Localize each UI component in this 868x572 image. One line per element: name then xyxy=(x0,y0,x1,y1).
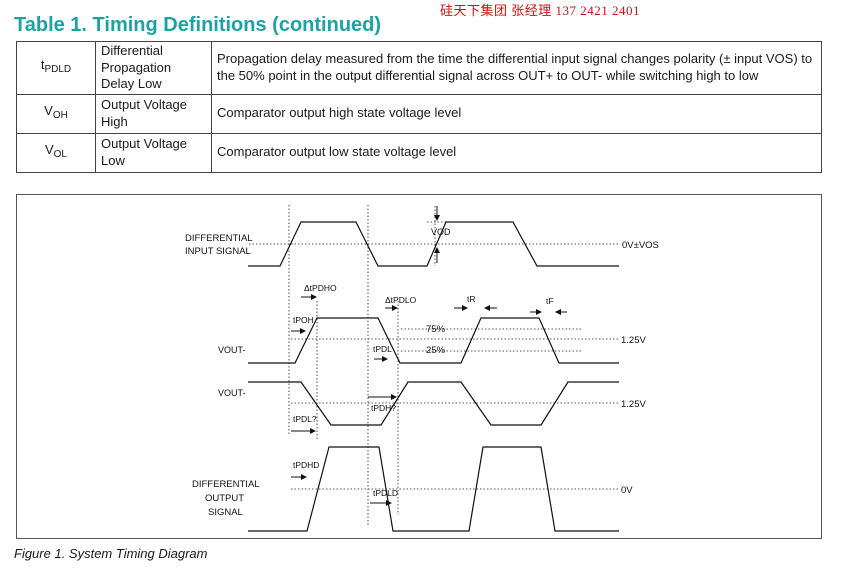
symbol-cell: VOH xyxy=(16,93,96,134)
dt-pdlo-label: ΔtPDLO xyxy=(385,295,417,305)
diff-input-label-1: DIFFERENTIAL xyxy=(185,233,253,244)
symbol-sub: OH xyxy=(52,109,68,121)
symbol-cell: tPDLD xyxy=(16,41,96,95)
tpdld-label: tPDLD xyxy=(373,488,398,498)
name-cell: Output Voltage Low xyxy=(95,132,212,173)
timing-definitions-table: tPDLD Differential Propagation Delay Low… xyxy=(16,41,822,173)
v125-label-a: 1.25V xyxy=(621,335,646,346)
tpdl7-label: tPDL? xyxy=(293,414,317,424)
table-title: Table 1. Timing Definitions (continued) xyxy=(14,14,382,36)
tpdh7-label: tPDH? xyxy=(371,403,396,413)
timing-arrows xyxy=(291,294,567,506)
differential-output-waveform xyxy=(248,446,619,532)
name-cell: Output Voltage High xyxy=(95,93,212,134)
system-timing-diagram: DIFFERENTIAL INPUT SIGNAL VOD 0V±VOS ΔtP… xyxy=(185,205,659,532)
tf-label: tF xyxy=(546,296,554,306)
dt-pdho-label: ΔtPDHO xyxy=(304,283,337,293)
name-cell: Differential Propagation Delay Low xyxy=(95,41,212,95)
ov-label: 0V xyxy=(621,485,633,496)
symbol-sub: OL xyxy=(53,148,67,160)
percent-75-label: 75% xyxy=(426,324,446,335)
symbol-main: t xyxy=(40,57,45,72)
diff-out-label-3: SIGNAL xyxy=(208,507,243,518)
ov-vos-label: 0V±VOS xyxy=(622,240,659,251)
vod-label: VOD xyxy=(431,227,451,237)
reference-lines xyxy=(288,205,436,526)
diff-input-label-2: INPUT SIGNAL xyxy=(185,246,251,257)
table-row: tPDLD Differential Propagation Delay Low… xyxy=(16,41,822,95)
symbol-main: V xyxy=(44,141,54,157)
figure-caption: Figure 1. System Timing Diagram xyxy=(14,546,208,561)
diff-out-label-1: DIFFERENTIAL xyxy=(192,479,260,490)
diff-out-label-2: OUTPUT xyxy=(205,493,244,504)
contact-watermark: 硅天下集团 张经理 137 2421 2401 xyxy=(440,3,641,18)
tpdhd-label: tPDHD xyxy=(293,460,319,470)
vout-waveform-1 xyxy=(248,317,619,364)
tpoh-label: tPOH xyxy=(293,315,314,325)
percent-25-label: 25% xyxy=(426,345,446,356)
timing-diagram-frame: DIFFERENTIAL INPUT SIGNAL VOD 0V±VOS ΔtP… xyxy=(16,194,822,539)
table-row: VOH Output Voltage High Comparator outpu… xyxy=(16,93,822,134)
tr-label: tR xyxy=(467,294,476,304)
description-cell: Propagation delay measured from the time… xyxy=(211,41,822,95)
vout-label-1: VOUT- xyxy=(218,345,246,355)
tpdl-label: tPDL xyxy=(373,344,392,354)
symbol-main: V xyxy=(44,102,53,118)
table-row: VOL Output Voltage Low Comparator output… xyxy=(16,132,822,173)
description-cell: Comparator output high state voltage lev… xyxy=(211,93,822,134)
symbol-cell: VOL xyxy=(16,132,96,173)
vout-waveform-2 xyxy=(248,381,619,426)
symbol-sub: PDLD xyxy=(44,64,72,75)
v125-label-b: 1.25V xyxy=(621,399,646,410)
description-cell: Comparator output low state voltage leve… xyxy=(211,132,822,173)
vout-label-2: VOUT- xyxy=(218,388,246,398)
level-lines xyxy=(249,221,619,490)
input-waveform xyxy=(248,221,619,267)
